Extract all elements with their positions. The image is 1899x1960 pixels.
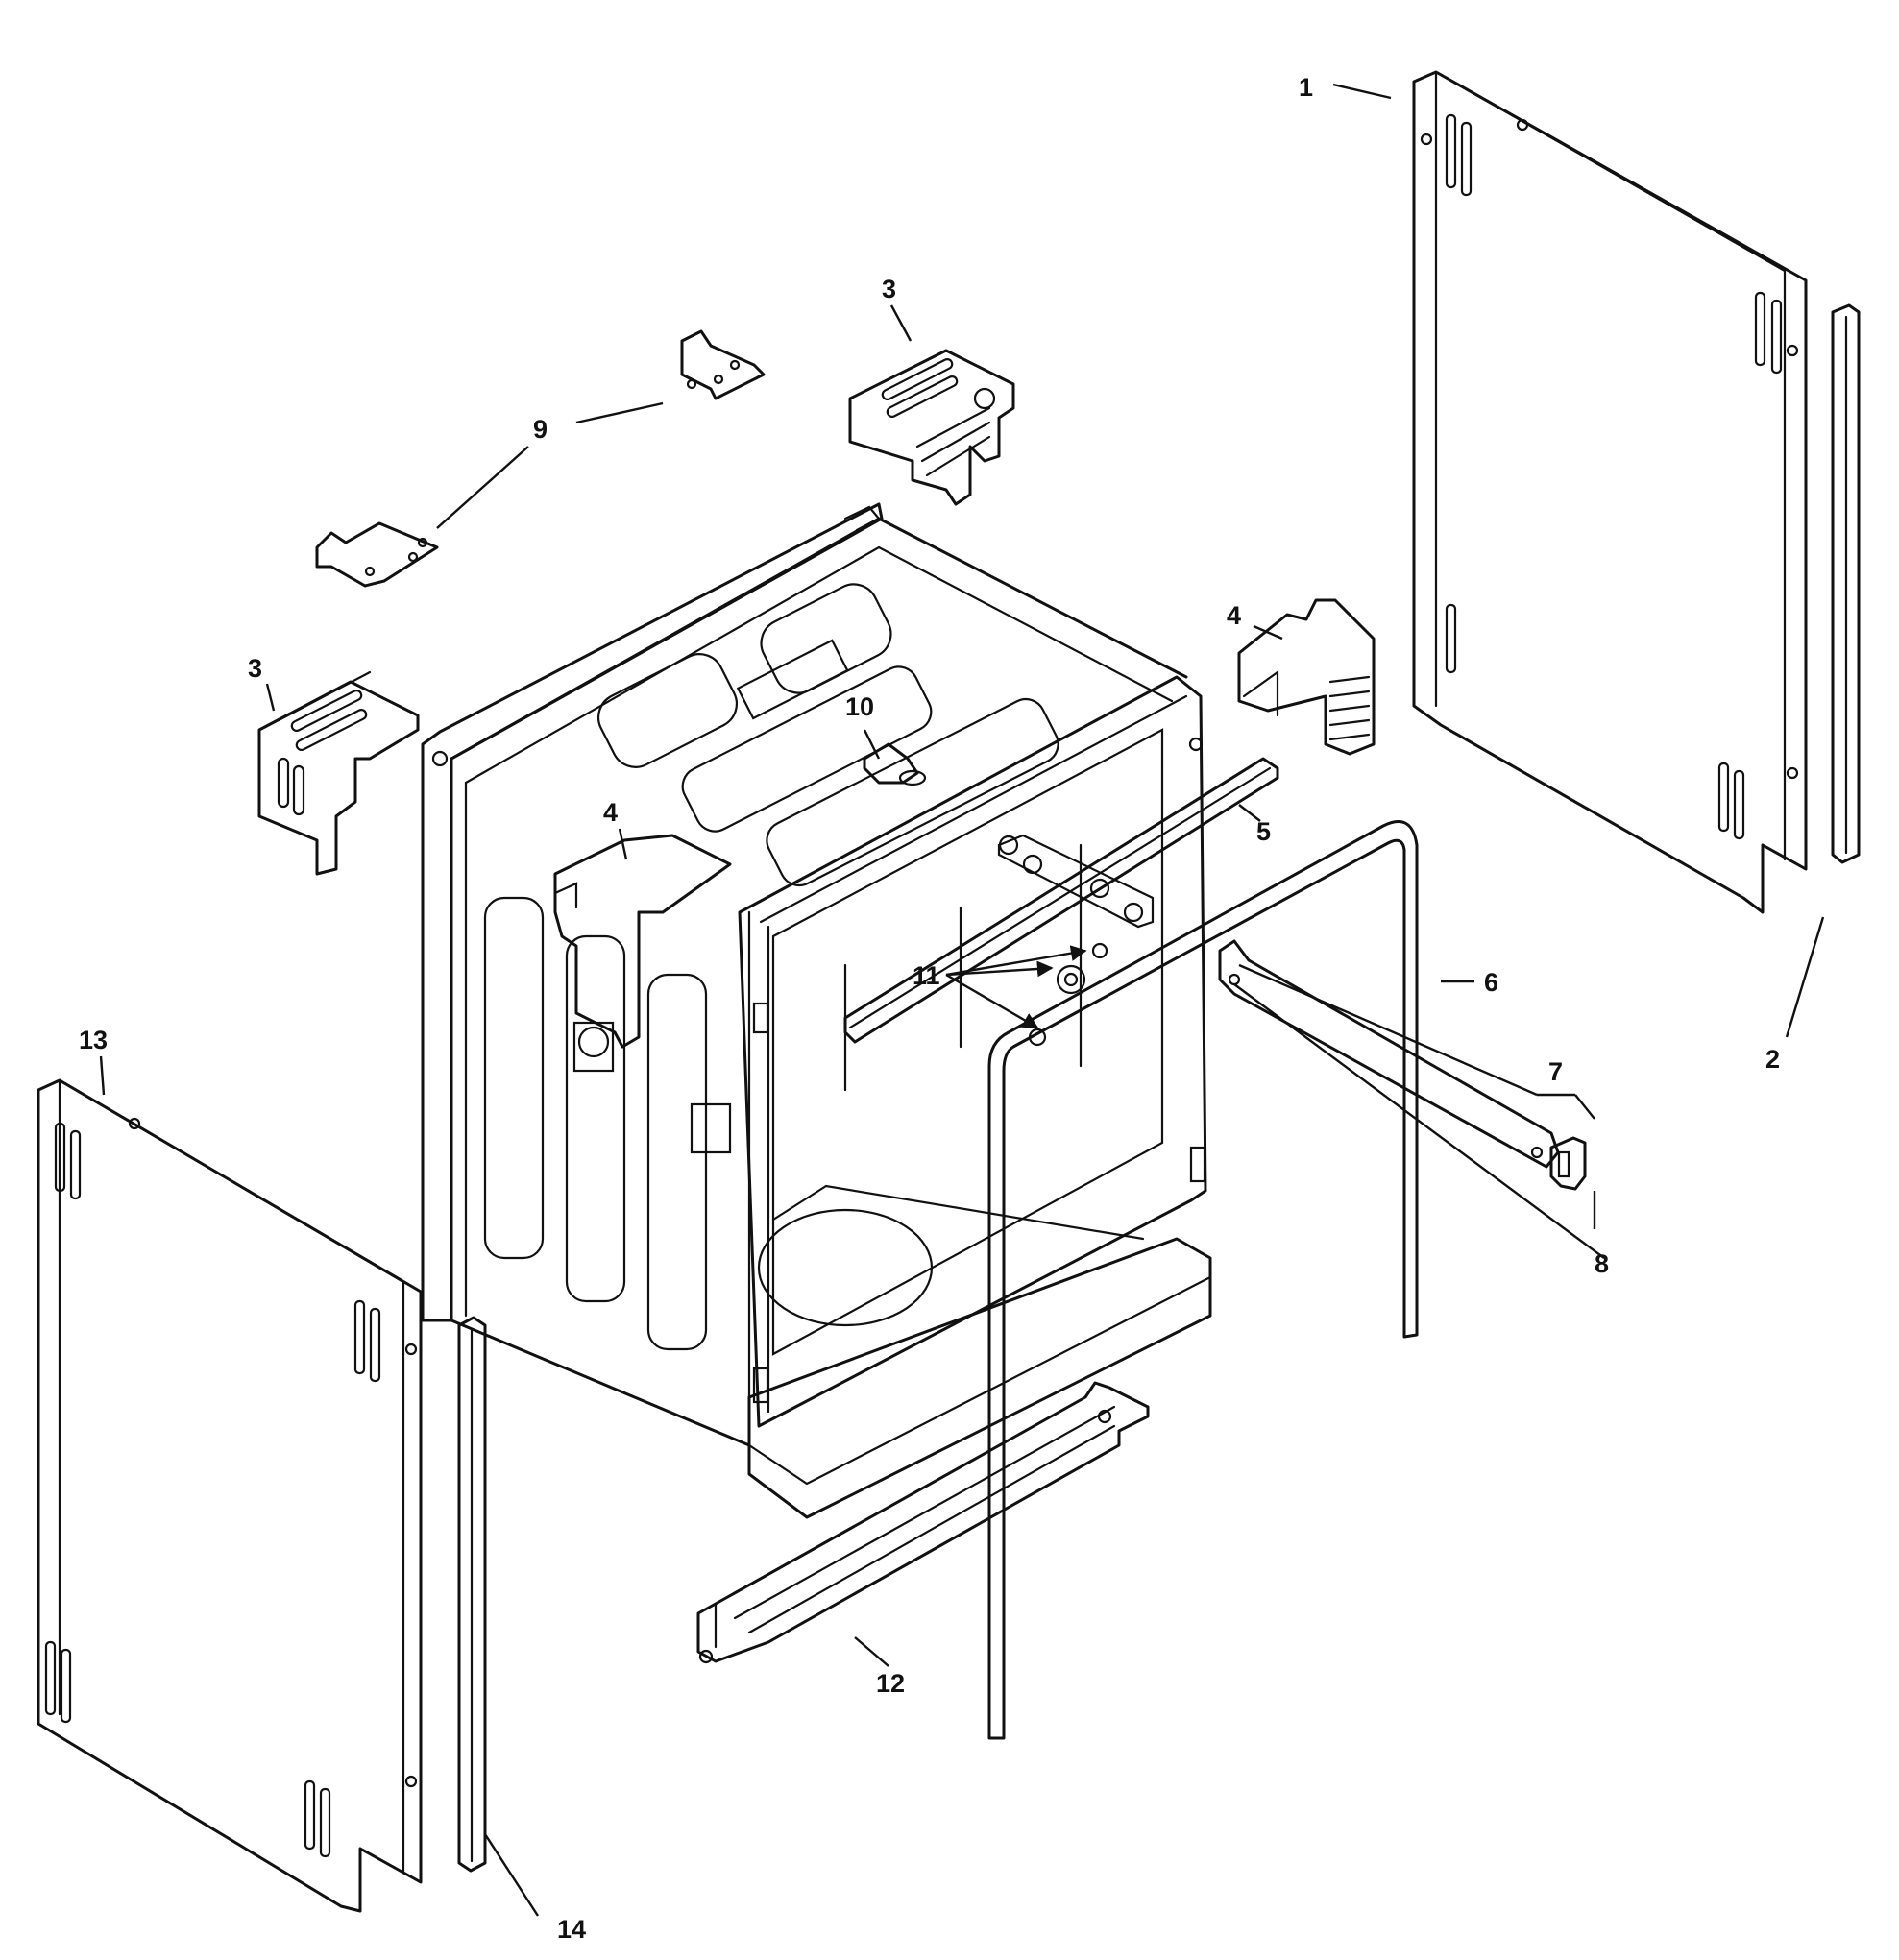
callout-14: 14 (557, 1915, 586, 1944)
callout-labels: 1 2 3 3 4 4 5 6 7 8 9 10 11 12 13 14 (79, 73, 1780, 1944)
part-13-left-side-panel (37, 1078, 423, 1913)
part-1-right-side-panel (1412, 70, 1808, 914)
callout-1: 1 (1299, 73, 1313, 102)
part-6-door-gasket (987, 820, 1419, 1740)
callout-5: 5 (1256, 817, 1271, 846)
part-3-left-mounting-bracket (257, 670, 420, 876)
callout-8: 8 (1595, 1249, 1609, 1278)
callout-11: 11 (913, 961, 940, 990)
leader-lines (99, 83, 1825, 1917)
part-9-lower-anchor-bracket (315, 521, 439, 588)
callout-3-right: 3 (882, 275, 896, 303)
callout-4-right: 4 (1227, 601, 1241, 630)
part-7-door-arm (1218, 939, 1560, 1169)
part-5-upper-rail (843, 757, 1279, 1044)
part-4-left-hinge-bracket (553, 834, 732, 1073)
part-9-upper-anchor-bracket (680, 329, 766, 400)
dishwasher-tub-assembly (421, 502, 1212, 1519)
part-8-arm-end-cap (1549, 1136, 1587, 1191)
callout-2: 2 (1765, 1045, 1780, 1074)
callout-6: 6 (1484, 968, 1498, 997)
callout-7: 7 (1548, 1057, 1563, 1086)
callout-12: 12 (876, 1669, 905, 1698)
part-12-base-toe-rail (696, 1381, 1150, 1664)
callout-4-left: 4 (603, 798, 618, 827)
part-4-right-hinge-bracket (1237, 598, 1376, 756)
part-10-tub-clip (863, 742, 927, 786)
part-2-side-trim-strip (1831, 303, 1861, 864)
part-3-right-mounting-bracket (848, 349, 1015, 506)
part-14-side-trim-strip (457, 1316, 487, 1873)
callout-9: 9 (533, 415, 548, 444)
callout-3-left: 3 (248, 654, 262, 683)
callout-10: 10 (845, 692, 874, 721)
part-11-hinge-hardware (997, 834, 1155, 1047)
callout-13: 13 (79, 1026, 108, 1054)
